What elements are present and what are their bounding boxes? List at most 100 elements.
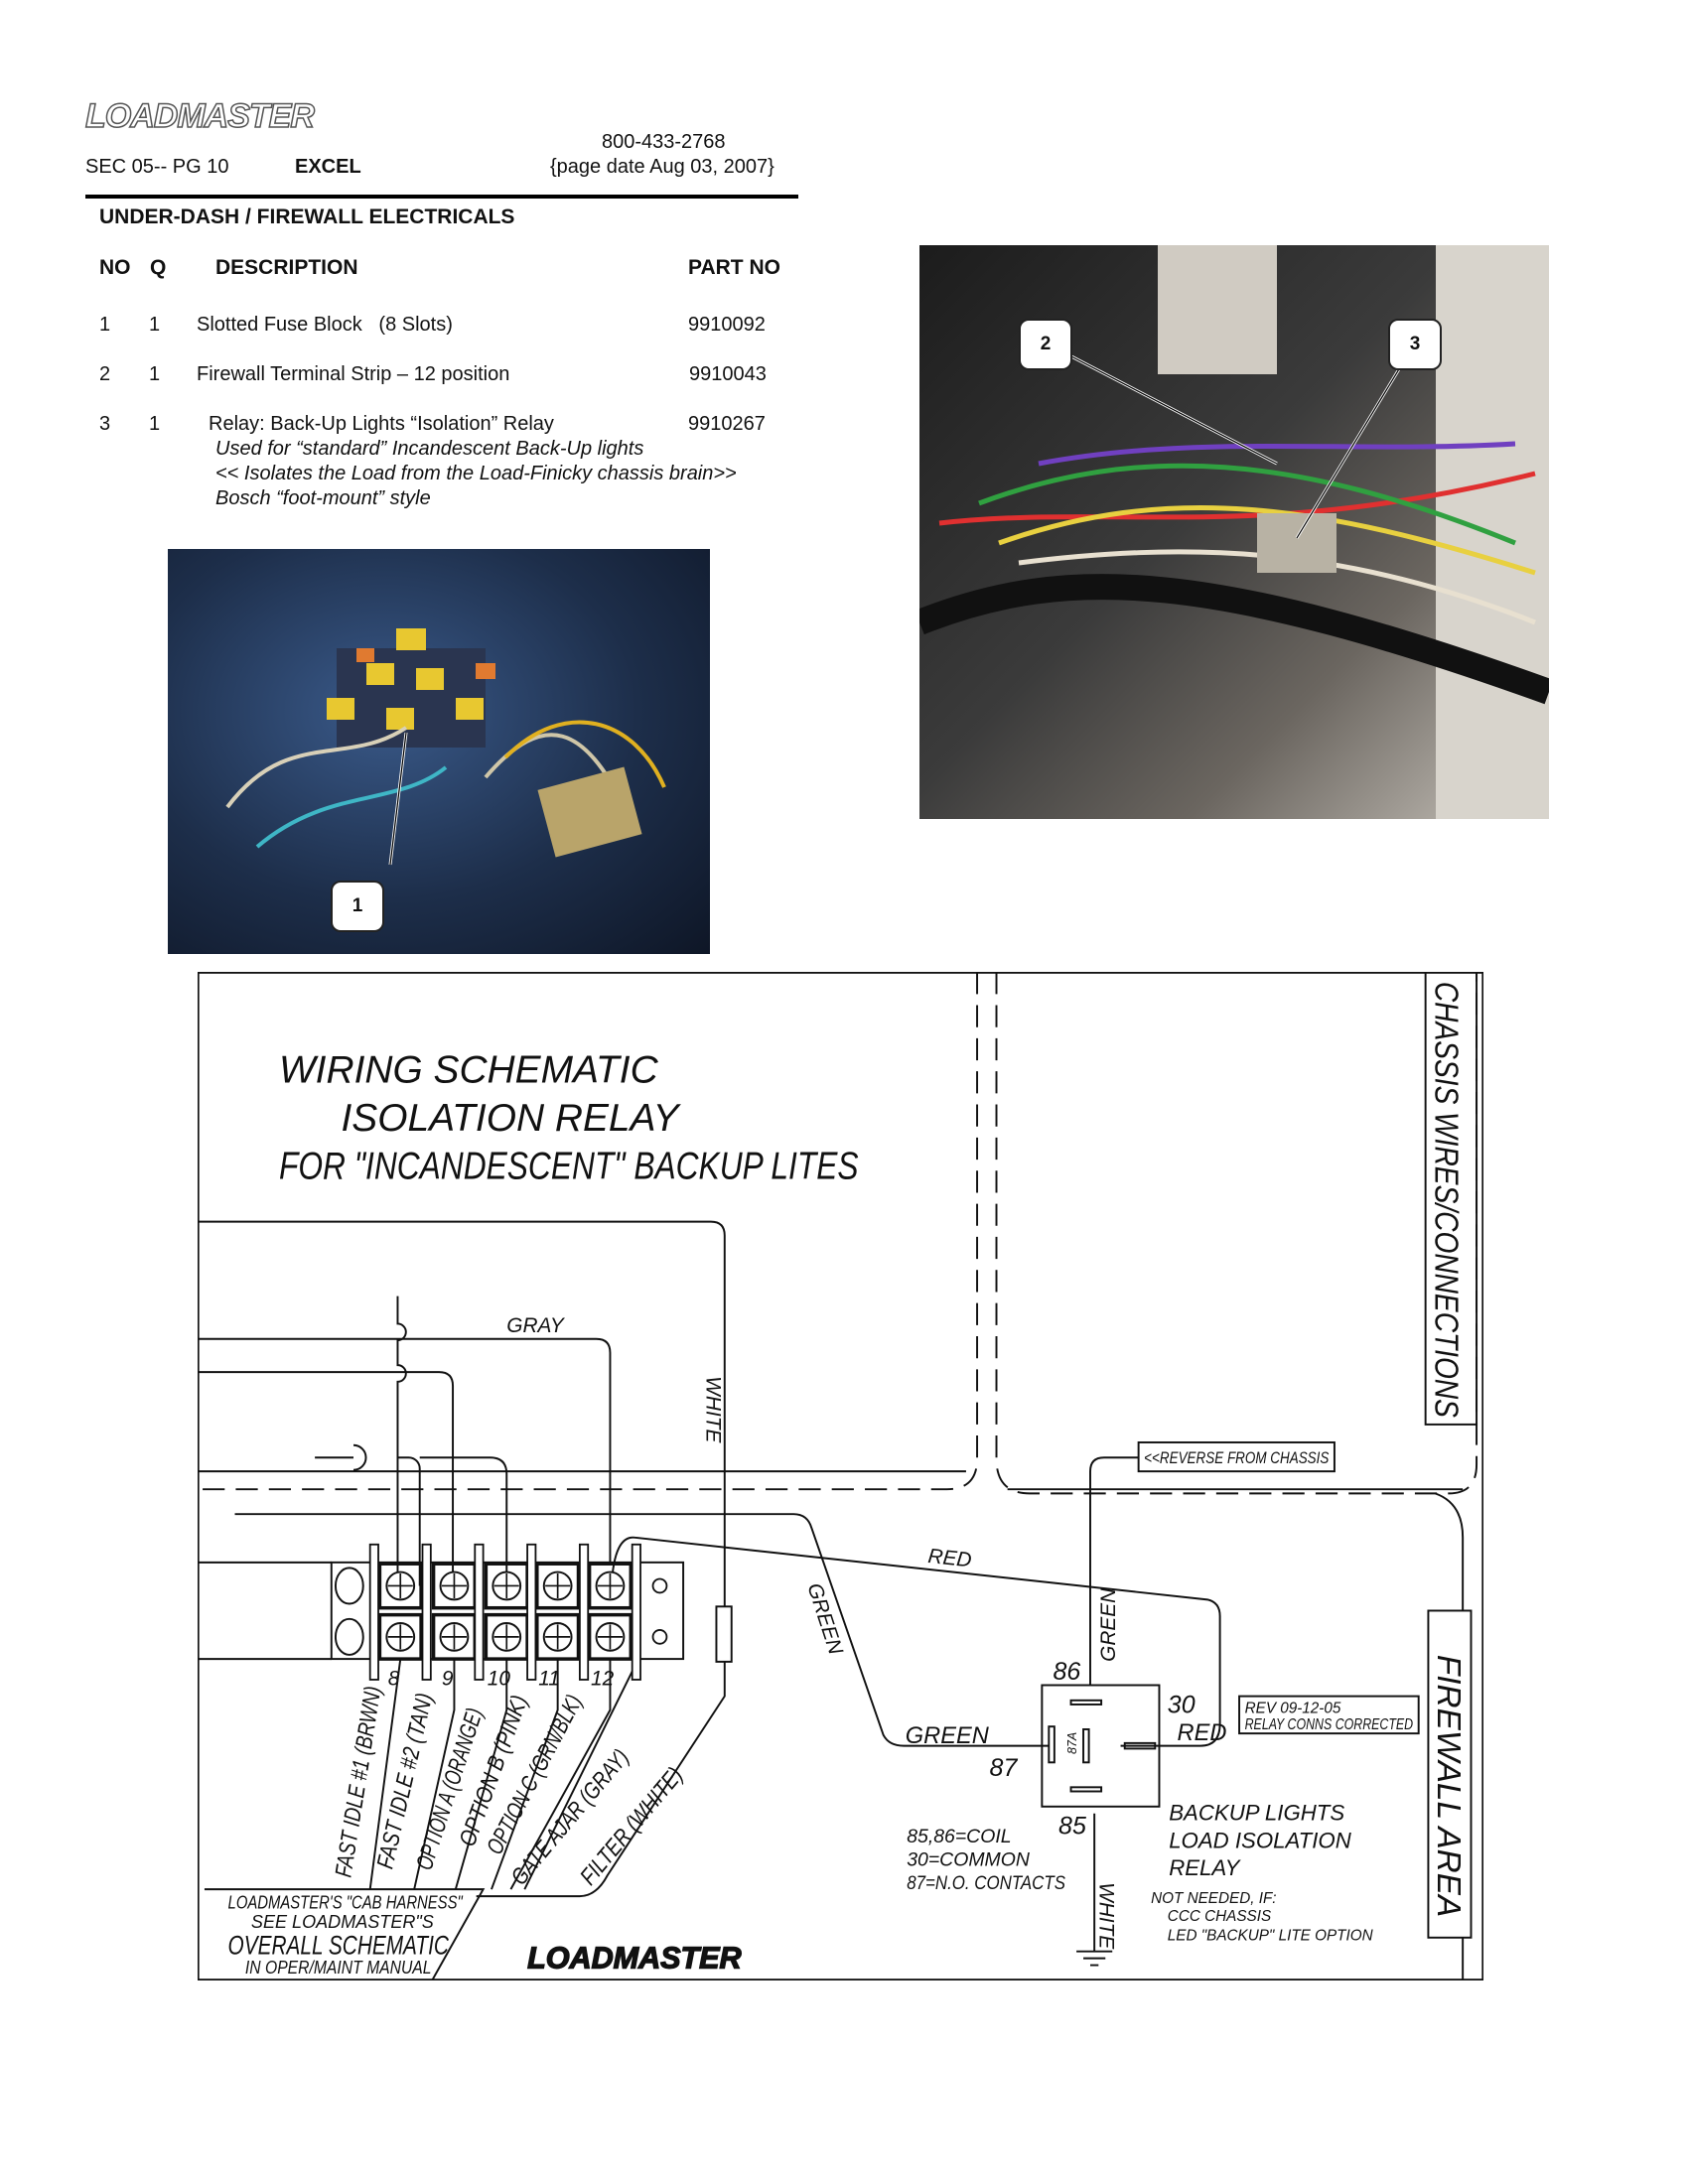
title-line-1: WIRING SCHEMATIC	[279, 1048, 659, 1091]
col-description: DESCRIPTION	[215, 256, 358, 279]
callout-3: 3	[1388, 319, 1442, 370]
relay-pin-87: 87	[990, 1754, 1019, 1782]
relay-body	[1041, 1684, 1161, 1808]
col-q: Q	[150, 256, 167, 279]
row-description: Firewall Terminal Strip – 12 position	[197, 363, 510, 385]
terminal-11: 11	[538, 1668, 560, 1691]
callout-leader	[388, 732, 408, 866]
terminal-divider	[368, 1543, 379, 1681]
screw-slot	[493, 1572, 519, 1598]
terminal-12: 12	[591, 1668, 615, 1691]
schematic-logo: LOADMASTER	[527, 1941, 742, 1975]
row-description: Relay: Back-Up Lights “Isolation” Relay	[209, 413, 554, 435]
callout-leaders	[1048, 342, 1416, 539]
header-rule	[85, 195, 798, 199]
relay-title-line: RELAY	[1169, 1855, 1241, 1880]
terminal-divider	[578, 1543, 590, 1681]
terminal-10: 10	[488, 1668, 511, 1691]
terminal-9: 9	[442, 1668, 454, 1691]
terminal-divider	[526, 1543, 537, 1681]
terminal-cell	[377, 1612, 423, 1661]
row-note: Bosch “foot-mount” style	[215, 487, 431, 509]
terminal-8: 8	[388, 1668, 400, 1691]
rev-note-box	[1238, 1695, 1420, 1735]
terminal-cell	[377, 1562, 423, 1610]
mounting-hole	[651, 1577, 668, 1594]
ground-symbol	[1076, 1813, 1113, 1967]
relay-pin-30: 30	[1168, 1691, 1196, 1718]
relay-pin-85: 85	[1058, 1813, 1086, 1841]
screw-slot	[545, 1572, 571, 1598]
terminal-divider	[474, 1543, 485, 1681]
pin-legend-line: 87=N.O. CONTACTS	[907, 1872, 1065, 1894]
col-part-no: PART NO	[688, 256, 780, 279]
loadmaster-logo: LOADMASTER	[84, 96, 315, 136]
wire-label-green-diag: GREEN	[802, 1580, 847, 1658]
firewall-photo: 2 3	[919, 245, 1549, 819]
terminal-hole	[334, 1617, 364, 1656]
firewall-label-box	[1427, 1609, 1473, 1939]
relay-pin-86: 86	[1053, 1658, 1080, 1686]
reverse-label: <<REVERSE FROM CHASSIS	[1144, 1448, 1329, 1467]
rev-note-line: REV 09-12-05	[1245, 1700, 1341, 1716]
harness-note-line: SEE LOADMASTER"S	[251, 1912, 434, 1932]
chassis-label: CHASSIS WIRES/CONNECTIONS	[1427, 982, 1464, 1418]
schematic-border	[198, 972, 1483, 1980]
row-note: Used for “standard” Incandescent Back-Up…	[215, 438, 644, 460]
wire-label-red-top: RED	[927, 1545, 973, 1571]
row-q: 1	[149, 413, 161, 435]
chassis-label-box	[1424, 972, 1478, 1426]
relay-pin-87a: 87A	[1065, 1732, 1079, 1754]
harness-note-line: OVERALL SCHEMATIC	[228, 1930, 450, 1960]
row-part-no: 9910043	[689, 363, 767, 385]
terminal-divider	[631, 1543, 641, 1681]
terminal-hole	[334, 1567, 364, 1605]
not-needed-line: CCC CHASSIS	[1168, 1908, 1272, 1925]
pin-legend-line: 85,86=COIL	[907, 1826, 1011, 1847]
harness-note-box	[204, 1888, 486, 1980]
fuse-block-illustration	[225, 628, 666, 858]
terminal-cell	[535, 1562, 581, 1610]
col-no: NO	[99, 256, 131, 279]
not-needed-line: LED "BACKUP" LITE OPTION	[1168, 1928, 1374, 1945]
row-note: << Isolates the Load from the Load-Finic…	[215, 463, 737, 484]
relay-title-line: LOAD ISOLATION	[1169, 1828, 1352, 1852]
wire-label-white-ground: WHITE	[1095, 1882, 1118, 1950]
row-q: 1	[149, 363, 161, 385]
row-q: 1	[149, 314, 161, 336]
screw-slot	[493, 1624, 519, 1650]
row-no: 2	[99, 363, 111, 385]
row-part-no: 9910267	[688, 413, 766, 435]
callout-2: 2	[1019, 319, 1072, 370]
wiring-schematic: WIRING SCHEMATIC ISOLATION RELAY FOR "IN…	[198, 972, 1483, 1980]
harness-note-line: LOADMASTER'S "CAB HARNESS"	[228, 1893, 465, 1913]
title-line-3: FOR "INCANDESCENT" BACKUP LITES	[279, 1146, 859, 1188]
firewall-illustration	[919, 245, 1549, 819]
section-title: UNDER-DASH / FIREWALL ELECTRICALS	[99, 205, 515, 228]
row-part-no: 9910092	[688, 314, 766, 336]
row-description: Slotted Fuse Block (8 Slots)	[197, 314, 453, 336]
section-page: SEC 05-- PG 10	[85, 156, 229, 178]
inline-fuse	[715, 1605, 733, 1663]
row-no: 1	[99, 314, 111, 336]
wire-label-red-right: RED	[1178, 1720, 1227, 1746]
terminal-screws	[334, 1543, 668, 1681]
terminal-cell	[587, 1612, 633, 1661]
firewall-label: FIREWALL AREA	[1430, 1655, 1467, 1917]
screw-slot	[597, 1572, 623, 1598]
wire-label-green-left: GREEN	[906, 1723, 990, 1749]
rev-note-line: RELAY CONNS CORRECTED	[1245, 1716, 1414, 1733]
title-line-2: ISOLATION RELAY	[342, 1097, 682, 1140]
model-name: EXCEL	[295, 156, 361, 178]
reverse-label-box	[1137, 1440, 1336, 1473]
fuse-block-photo: 1	[168, 549, 710, 954]
page-date: {page date Aug 03, 2007}	[550, 156, 774, 178]
screw-slot	[387, 1624, 413, 1650]
wire-label-green-vertical: GREEN	[1097, 1587, 1120, 1662]
screw-slot	[545, 1624, 571, 1650]
wire-label-gray: GRAY	[506, 1314, 566, 1337]
screw-slot	[597, 1624, 623, 1650]
screw-slot	[441, 1624, 467, 1650]
screw-slot	[387, 1572, 413, 1598]
relay-title-line: BACKUP LIGHTS	[1169, 1801, 1344, 1826]
